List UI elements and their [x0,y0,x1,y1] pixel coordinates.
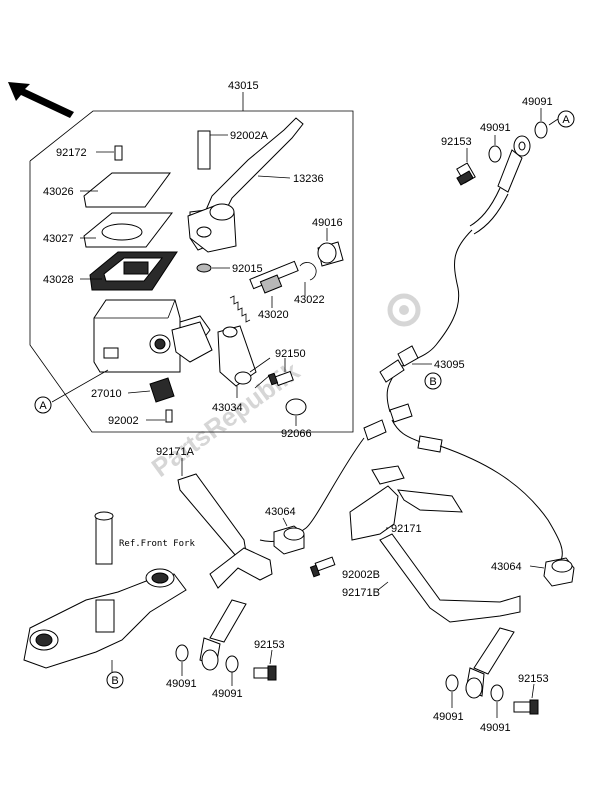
label-92171B: 92171B [342,587,380,599]
label-49091-bl2: 49091 [212,688,243,700]
washer-bl-1 [175,644,189,662]
label-43064-left: 43064 [265,506,296,518]
label-43034: 43034 [212,402,243,414]
label-27010: 27010 [91,388,122,400]
label-43022: 43022 [294,294,325,306]
banjo-lower-left [199,599,247,671]
svg-text:B: B [429,376,436,388]
hose-clip-92171 [349,465,463,541]
circlip-43022 [299,262,317,296]
reservoir-screw [96,145,123,161]
cap-92066 [285,398,307,426]
lever-pivot-block [187,203,237,253]
label-49091-bl1: 49091 [166,678,197,690]
ref-b-mid: B [424,372,442,390]
label-92150: 92150 [275,348,306,360]
pivot-bolt-92002A [197,130,228,170]
washer-top-1 [488,145,502,163]
leader-lines-left [80,190,102,280]
ref-front-fork-label: Ref.Front Fork [119,539,195,549]
label-13236: 13236 [293,173,324,185]
steering-stem [23,511,187,672]
label-43027: 43027 [43,233,74,245]
washer-top-2 [534,121,548,139]
banjo-fitting-top [513,135,531,157]
pivot-nut-92015 [196,263,230,273]
label-92153-top: 92153 [441,136,472,148]
label-43026: 43026 [43,186,74,198]
banjo-bolt-br [513,683,539,715]
ref-a-top: A [557,110,575,128]
grommet-43064-right [529,557,575,587]
label-92153-br: 92153 [518,673,549,685]
svg-text:A: A [562,114,570,126]
label-43015: 43015 [228,80,259,92]
grommet-43064-left [273,517,305,555]
switch-screw-92002 [146,409,173,423]
label-43064-right: 43064 [491,561,522,573]
label-92153-mid: 92153 [254,639,285,651]
piston-43020 [229,260,299,323]
bracket-92171B [377,533,521,623]
ref-a-left: A [34,396,52,414]
label-92171A: 92171A [156,446,195,458]
svg-text:A: A [39,400,47,412]
ref-b-bottom: B [106,671,124,689]
label-43020: 43020 [258,309,289,321]
assembly-bracket-43015 [29,92,354,433]
banjo-bolt-mid [253,649,277,681]
label-49091-br1: 49091 [433,711,464,723]
cap-plate [83,212,174,248]
label-49091-top2: 49091 [522,96,553,108]
label-92002B: 92002B [342,569,380,581]
label-92002A: 92002A [230,130,269,142]
clamp-bolt-92150 [267,358,294,387]
label-49091-br2: 49091 [480,722,511,734]
front-direction-arrow-icon [8,82,74,118]
label-49016: 49016 [312,217,343,229]
label-92002: 92002 [108,415,139,427]
banjo-bolt-top [456,148,476,186]
bracket-92171A [177,458,273,589]
watermark-gear-icon [387,293,421,327]
label-43028: 43028 [43,274,74,286]
label-92172: 92172 [56,147,87,159]
label-92066: 92066 [281,428,312,440]
dust-boot-49016 [317,228,344,267]
label-92015: 92015 [232,263,263,275]
washer-bl-2 [225,655,239,673]
washer-br-1 [445,674,459,692]
label-92171: 92171 [391,523,422,535]
bolt-92002B [309,556,336,578]
diaphragm-43028 [89,251,178,291]
reservoir-cap [83,172,171,208]
banjo-lower-right [465,627,515,699]
label-43095: 43095 [434,359,465,371]
part-labels: 43015 92172 43026 43027 43028 92002A 132… [43,80,553,734]
handlebar-clamp-43034 [171,321,271,398]
brake-switch-27010 [127,377,175,403]
label-49091-top1: 49091 [480,122,511,134]
svg-text:B: B [111,675,118,687]
washer-br-2 [490,684,504,702]
brake-hose-43095 [379,149,523,413]
